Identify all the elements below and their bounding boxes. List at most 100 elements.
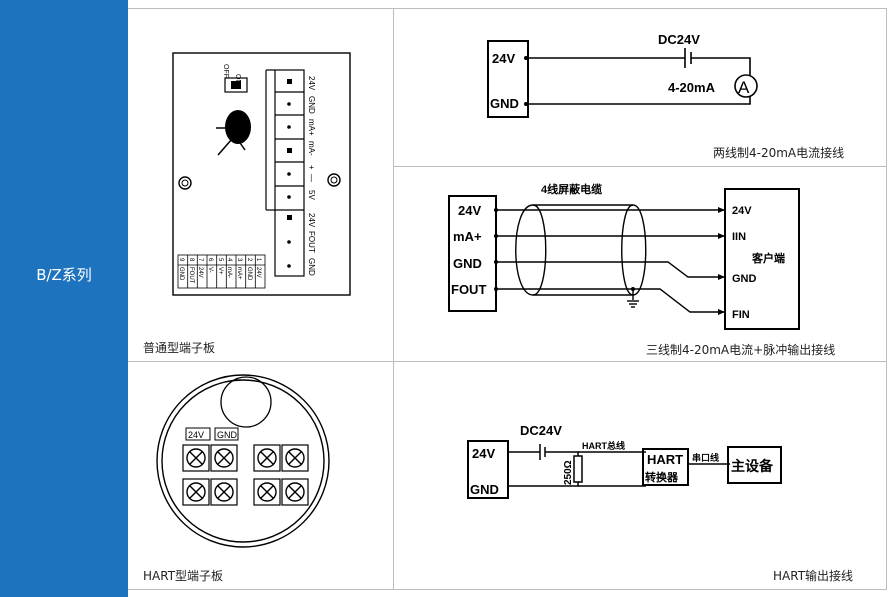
hart-terminal-board: 24V GND	[156, 374, 330, 548]
converter-label-1: HART	[647, 452, 683, 467]
two-wire-24v: 24V	[492, 51, 515, 66]
pin-name: GND	[178, 267, 184, 281]
terminal-label: mA+	[307, 119, 316, 136]
pin-name: 24V	[197, 267, 203, 278]
two-wire-meter-label: 4-20mA	[668, 80, 716, 95]
cable-label: 4线屏蔽电缆	[541, 182, 602, 196]
switch-off-label: OFF	[222, 64, 229, 78]
pin-name: mA+	[236, 267, 242, 280]
resistor-label: 250Ω	[563, 460, 574, 485]
pin-number: 2	[246, 258, 252, 262]
hart-bus-label: HART总线	[582, 440, 625, 451]
screw-slot	[260, 485, 274, 499]
grid-lines	[128, 8, 887, 590]
pin-name: V+	[217, 267, 223, 275]
pin-number: 4	[226, 258, 232, 262]
client-label: 客户端	[751, 251, 785, 265]
right-terminal: FIN	[732, 309, 750, 321]
terminal-label: GND	[307, 258, 316, 276]
screw-head	[214, 482, 234, 502]
two-wire-gnd: GND	[490, 96, 519, 111]
screw-head	[186, 448, 206, 468]
ammeter-symbol: A	[738, 78, 750, 97]
pin-name: 24V	[255, 267, 261, 278]
pin-number: 3	[236, 258, 242, 262]
pin-name: mA-	[226, 267, 232, 278]
terminal-labels: 24V GND mA+ mA- + — 5V 24V FOUT GND	[307, 76, 316, 276]
pin-number: 6	[207, 258, 213, 262]
host-label: 主设备	[731, 458, 774, 474]
terminal-screw-icon	[210, 478, 238, 506]
terminal-block	[265, 69, 305, 277]
terminal-label: +	[307, 165, 316, 170]
sidebar-label: B/Z系列	[36, 266, 92, 284]
right-terminal: IIN	[732, 231, 746, 243]
pin-number: 5	[217, 258, 223, 262]
left-terminal: mA+	[453, 229, 482, 244]
screw-slot	[189, 485, 203, 499]
caption-plain-board: 普通型端子板	[143, 341, 216, 355]
caption-two-wire: 两线制4-20mA电流接线	[713, 146, 845, 160]
terminal-label: 24V	[307, 213, 316, 228]
screw-head	[257, 482, 277, 502]
serial-label: 串口线	[692, 452, 719, 463]
terminal-screw-icon	[182, 478, 210, 506]
pin-number: 1	[255, 258, 261, 262]
screw-head	[214, 448, 234, 468]
terminal-screw-icon	[182, 444, 210, 472]
hart-output-diagram: 24V GND DC24V 250Ω HART总线 HART 转换器 串口线 主…	[467, 423, 782, 499]
terminal-label: 24V	[307, 76, 316, 91]
sidebar: B/Z系列	[0, 0, 128, 597]
hart-gnd: GND	[470, 482, 499, 497]
mounting-hole-icon	[178, 173, 341, 190]
screw-head	[285, 448, 305, 468]
terminal-screw-icon	[253, 478, 281, 506]
screw-slot	[288, 485, 302, 499]
converter-label-2: 转换器	[645, 470, 679, 484]
terminal-screw-icon	[253, 444, 281, 472]
caption-three-wire: 三线制4-20mA电流+脉冲输出接线	[646, 343, 836, 357]
three-wire-diagram: 客户端 24V mA+ GND FOUT 24V IIN GND FIN 4线屏…	[448, 182, 800, 330]
terminal-label: mA-	[307, 141, 316, 156]
pin-table	[177, 254, 266, 289]
terminal-screw-icon	[210, 444, 238, 472]
hart-terminal-label-gnd: GND	[217, 430, 238, 440]
screw-head	[285, 482, 305, 502]
screw-slot	[288, 451, 302, 465]
terminal-label: 5V	[307, 190, 316, 200]
caption-hart-output: HART输出接线	[773, 569, 854, 583]
pin-name: FOUT	[188, 267, 194, 284]
caption-hart-board: HART型端子板	[143, 569, 224, 583]
terminal-label: FOUT	[307, 231, 316, 253]
switch-on-label: ON	[234, 74, 241, 85]
hart-24v: 24V	[472, 446, 495, 461]
two-wire-supply: DC24V	[658, 32, 700, 47]
pin-name: GND	[246, 267, 252, 281]
screw-slot	[217, 451, 231, 465]
terminal-screw-icon	[281, 444, 309, 472]
left-terminal: 24V	[458, 203, 481, 218]
left-terminal: FOUT	[451, 282, 486, 297]
pin-number: 7	[197, 258, 203, 262]
right-terminal: 24V	[732, 205, 752, 217]
pin-number: 8	[188, 258, 194, 262]
pin-number: 9	[178, 258, 184, 262]
plain-terminal-board: ON OFF	[172, 52, 351, 296]
two-wire-diagram: 24V GND A DC24V 4-20mA	[487, 32, 758, 118]
terminal-screws	[287, 79, 292, 268]
screw-slot	[217, 485, 231, 499]
left-terminal: GND	[453, 256, 482, 271]
terminal-label: —	[307, 174, 316, 182]
hart-terminal-grid	[182, 444, 309, 506]
potentiometer-icon	[216, 110, 251, 156]
hart-terminal-label-24v: 24V	[188, 430, 204, 440]
pin-name: V-	[207, 267, 213, 273]
hart-supply: DC24V	[520, 423, 562, 438]
terminal-label: GND	[307, 96, 316, 114]
screw-head	[186, 482, 206, 502]
screw-slot	[189, 451, 203, 465]
terminal-screw-icon	[281, 478, 309, 506]
ammeter-icon: A	[734, 74, 758, 98]
